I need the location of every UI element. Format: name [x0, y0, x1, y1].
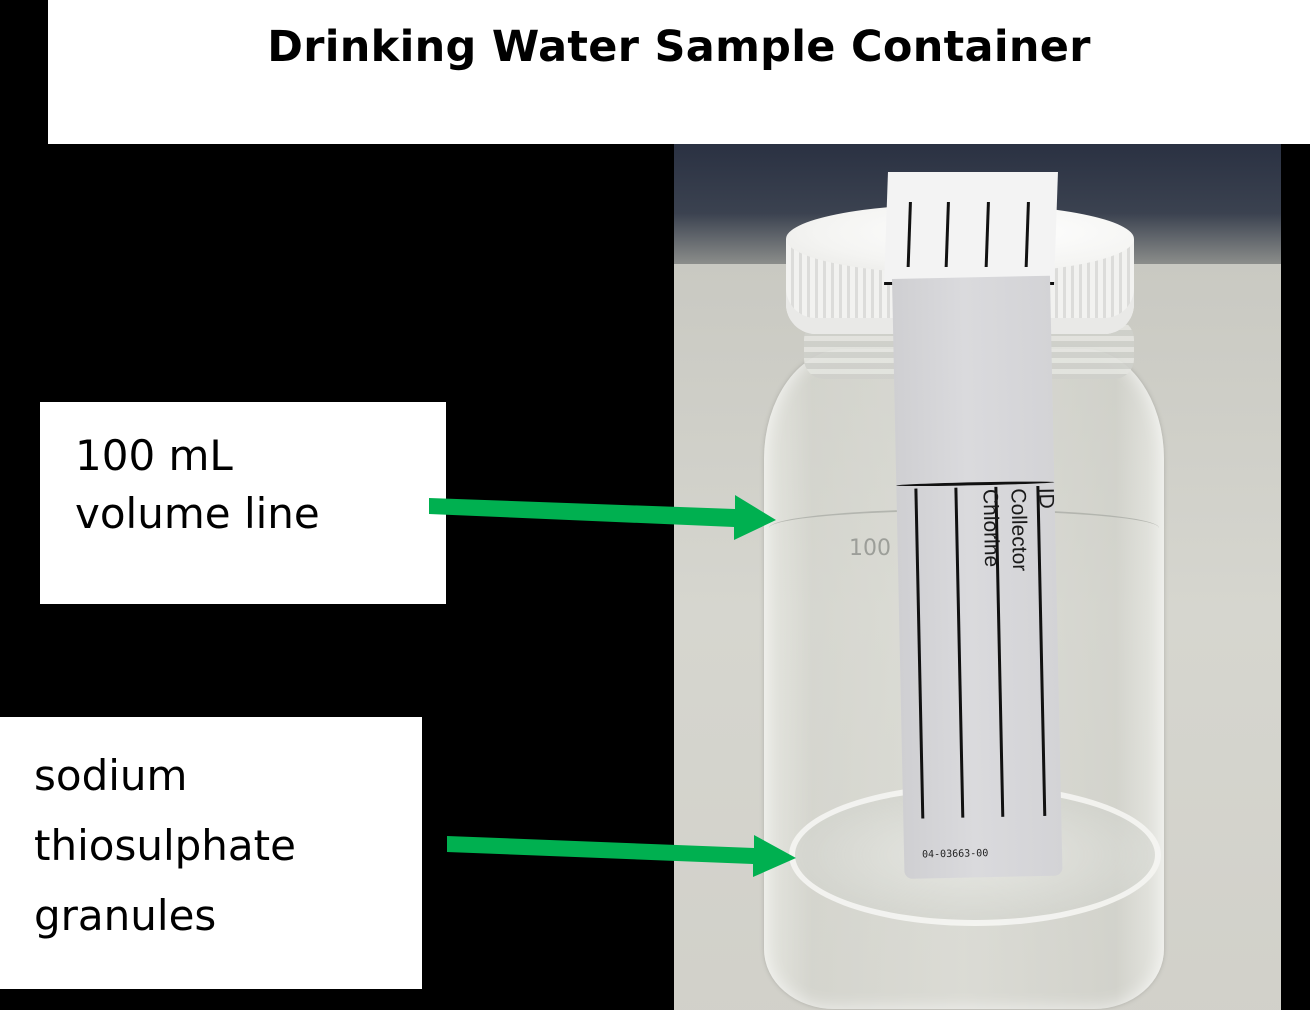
sample-label: ID Collector Chlorine 04-03663-00 [892, 275, 1063, 879]
callout-line: sodium [34, 751, 188, 800]
page-title: Drinking Water Sample Container [267, 22, 1091, 72]
bottle-photo: 100 ID Collector Chlorine 04-03663-00 [674, 144, 1281, 1010]
label-field-chlorine: Chlorine [978, 488, 1004, 568]
callout-volume-line: 100 mL volume line [40, 402, 446, 604]
volume-number: 100 [849, 536, 891, 561]
label-cap-section [884, 172, 1058, 285]
callout-line: volume line [75, 489, 320, 538]
label-field-collector: Collector [1006, 488, 1032, 572]
callout-line: granules [34, 891, 217, 940]
callout-line: thiosulphate [34, 821, 296, 870]
callout-granules: sodium thiosulphate granules [0, 717, 422, 989]
label-field-id: ID [1034, 487, 1058, 510]
label-code: 04-03663-00 [921, 848, 989, 861]
title-banner: Drinking Water Sample Container [48, 0, 1310, 144]
callout-line: 100 mL [75, 431, 233, 480]
